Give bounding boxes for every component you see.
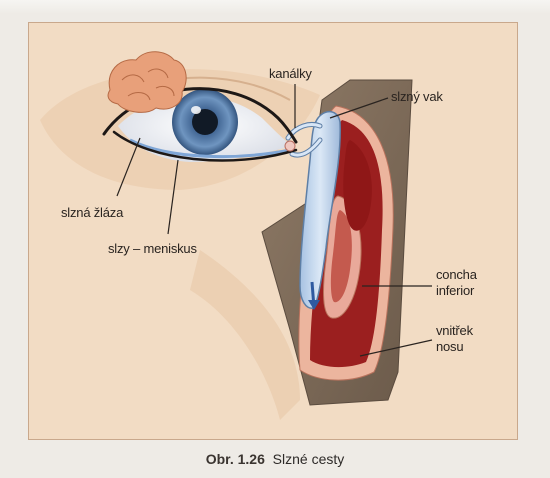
label-concha-inferior: concha inferior [436, 267, 477, 299]
label-concha-line2: inferior [436, 283, 477, 299]
caption-number: Obr. 1.26 [206, 451, 265, 467]
label-vnitrek-line2: nosu [436, 339, 473, 355]
label-slzna-zlaza: slzná žláza [61, 205, 123, 221]
lacrimal-gland [108, 52, 186, 113]
label-slzny-vak: slzný vak [391, 89, 443, 105]
label-vnitrek-line1: vnitřek [436, 323, 473, 339]
caption-title: Slzné cesty [273, 451, 345, 467]
label-concha-line1: concha [436, 267, 477, 283]
figure-caption: Obr. 1.26 Slzné cesty [0, 451, 550, 467]
label-vnitrek-nosu: vnitřek nosu [436, 323, 473, 355]
label-kanalky: kanálky [269, 66, 312, 82]
label-slzy-meniskus: slzy – meniskus [108, 241, 197, 257]
